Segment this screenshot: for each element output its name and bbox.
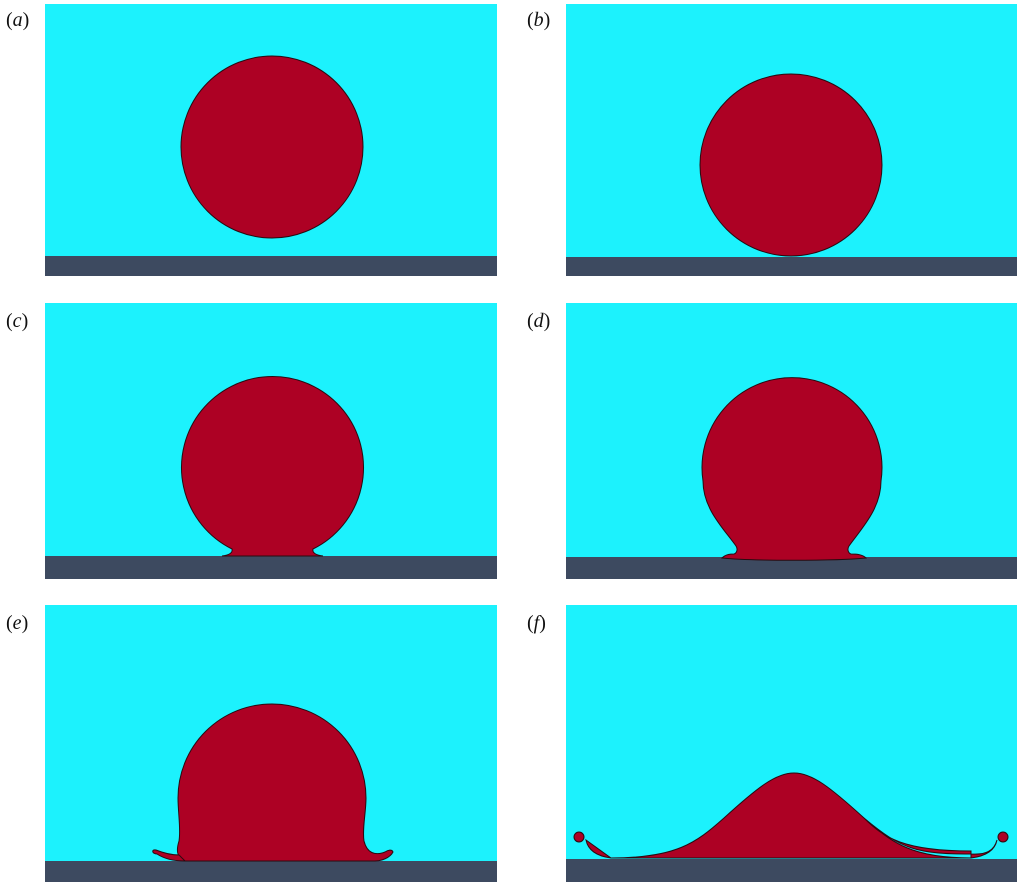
panel-label-c: (c) bbox=[6, 311, 28, 331]
rim-droplet-left bbox=[574, 832, 584, 842]
droplet bbox=[182, 377, 364, 556]
substrate bbox=[566, 257, 1017, 276]
substrate bbox=[45, 256, 497, 276]
panel-c-simulation bbox=[45, 303, 497, 579]
panel-label-e: (e) bbox=[6, 613, 28, 633]
panel-f-simulation bbox=[566, 605, 1017, 882]
droplet bbox=[181, 56, 363, 238]
substrate bbox=[566, 859, 1017, 882]
panel-label-b: (b) bbox=[527, 10, 550, 30]
panel-label-d: (d) bbox=[527, 311, 550, 331]
substrate bbox=[45, 861, 497, 882]
droplet bbox=[702, 378, 882, 561]
droplet bbox=[700, 74, 882, 256]
panel-a-simulation bbox=[45, 4, 497, 276]
panel-d-simulation bbox=[566, 303, 1017, 579]
panel-label-a: (a) bbox=[6, 10, 29, 30]
panel-b-simulation bbox=[566, 4, 1017, 276]
substrate bbox=[45, 556, 497, 579]
panel-label-f: (f) bbox=[527, 613, 546, 633]
rim-droplet-right bbox=[998, 832, 1008, 842]
panel-e-simulation bbox=[45, 605, 497, 882]
